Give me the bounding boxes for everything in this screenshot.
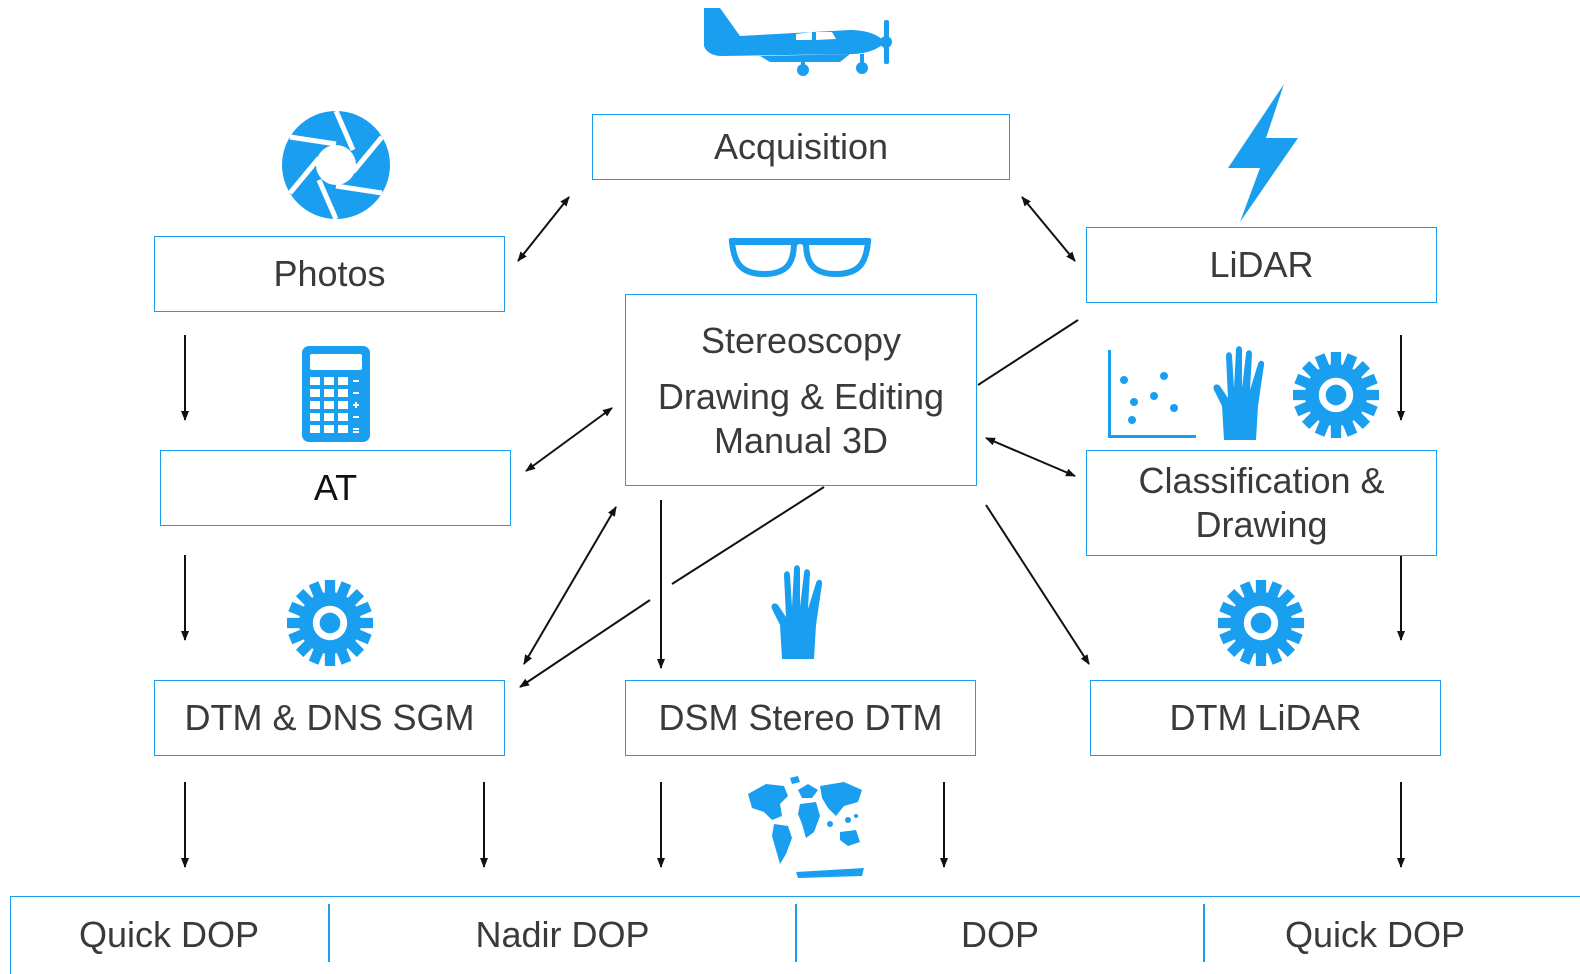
node-dsm-stereo-dtm: DSM Stereo DTM [625, 680, 976, 756]
gear-icon [1218, 580, 1304, 666]
node-stereoscopy: Stereoscopy Drawing & Editing Manual 3D [625, 294, 977, 486]
airplane-icon [704, 8, 892, 76]
node-lidar-label: LiDAR [1209, 244, 1314, 286]
outputs-divider [328, 904, 330, 962]
arrow-line-dtm [519, 599, 651, 688]
node-acquisition: Acquisition [592, 114, 1010, 180]
arrow-stereo-classification [985, 437, 1076, 477]
node-dtm-dns-sgm: DTM & DNS SGM [154, 680, 505, 756]
output-quick-dop-left: Quick DOP [78, 914, 260, 955]
node-stereoscopy-line2: Drawing & Editing [657, 375, 945, 417]
arrow-acquisition-photos [517, 196, 570, 262]
node-lidar: LiDAR [1086, 227, 1437, 303]
outputs-bar [10, 896, 1580, 974]
node-photos: Photos [154, 236, 505, 312]
glasses-icon [728, 238, 872, 278]
output-dop: DOP [960, 914, 1039, 955]
hand-icon [771, 565, 823, 659]
node-dtm-lidar-label: DTM LiDAR [1169, 697, 1362, 739]
line-stereo-dtm [671, 486, 825, 585]
node-classification-line1: Classification & [1138, 460, 1385, 502]
arrow-stereo-dtm [523, 506, 617, 665]
arrow-stereo-at [525, 407, 613, 472]
node-classification-line2: Drawing [1195, 504, 1328, 545]
calculator-icon [302, 346, 370, 442]
node-classification: Classification & Drawing [1086, 450, 1437, 556]
arrow-acquisition-lidar [1021, 196, 1076, 262]
node-dsm-stereo-dtm-label: DSM Stereo DTM [658, 697, 943, 739]
output-quick-dop-right: Quick DOP [1284, 914, 1466, 955]
node-dtm-dns-sgm-label: DTM & DNS SGM [184, 697, 475, 739]
node-at-label: AT [313, 467, 358, 509]
lightning-icon [1228, 84, 1298, 222]
arrow-stereo-dtmlidar [985, 504, 1090, 665]
node-photos-label: Photos [273, 253, 386, 295]
gear-icon [1293, 352, 1379, 438]
output-nadir-dop: Nadir DOP [475, 914, 650, 955]
node-acquisition-label: Acquisition [713, 126, 889, 168]
scatter-plot-icon [1108, 350, 1196, 438]
outputs-divider [795, 904, 797, 962]
node-stereoscopy-line1: Stereoscopy [700, 320, 902, 361]
node-at: AT [160, 450, 511, 526]
outputs-divider [1203, 904, 1205, 962]
gear-icon [287, 580, 373, 666]
line-lidar-stereo [977, 319, 1079, 386]
world-map-icon [748, 776, 864, 878]
hand-icon [1213, 346, 1265, 440]
camera-aperture-icon [282, 110, 390, 220]
node-dtm-lidar: DTM LiDAR [1090, 680, 1441, 756]
node-stereoscopy-line3: Manual 3D [713, 419, 889, 461]
